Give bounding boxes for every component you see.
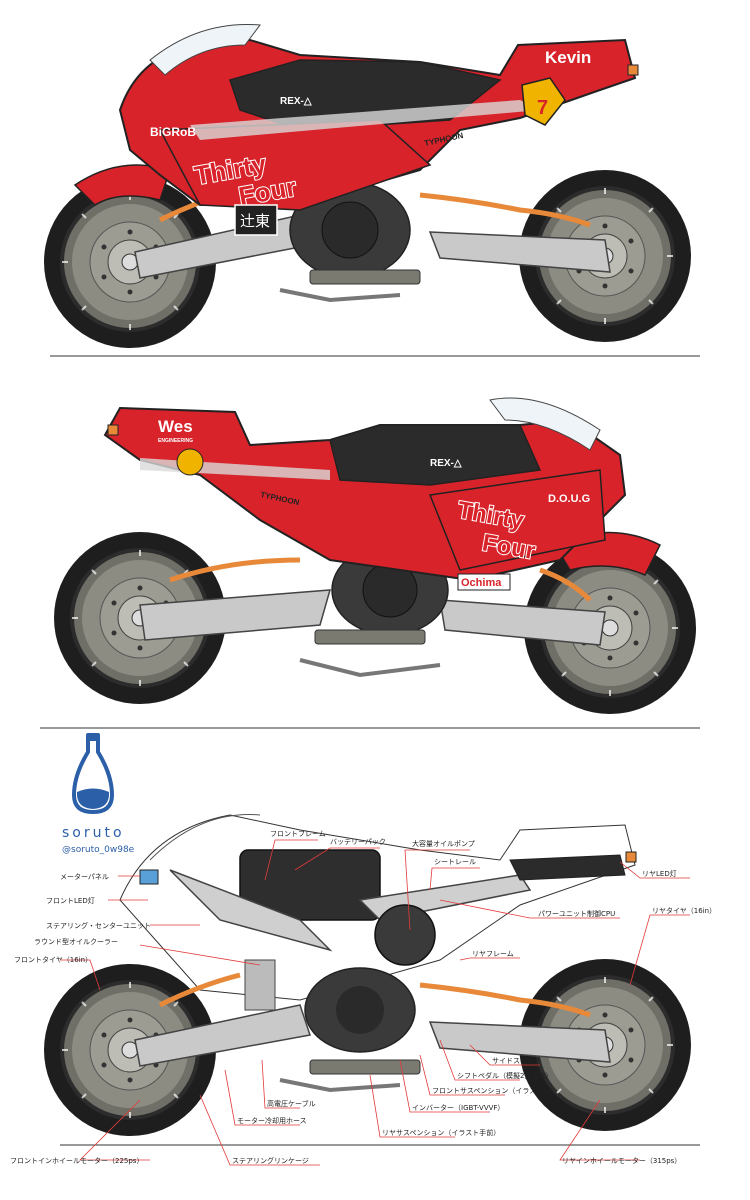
label-front-light: フロントLED灯 xyxy=(46,896,95,905)
label-round-cooler: ラウンド型オイルクーラー xyxy=(34,937,118,946)
leader-lines xyxy=(60,839,690,1166)
label-side-stand: サイドスタンド xyxy=(492,1056,541,1065)
label-rear-tire: リヤタイヤ（16in） xyxy=(652,906,716,915)
sponsor-doug: D.O.U.G xyxy=(548,493,590,505)
bike-1: Kevin REX-△ BiGRoB TYPHOON Thirty Four 辻… xyxy=(43,23,700,357)
label-rear-suspension: リヤサスペンション（イラスト手前） xyxy=(382,1128,500,1137)
badge-number: 7 xyxy=(537,97,548,119)
callout-labels: フロントフレーム バッテリーパック 大容量オイルポンプ シートレール メーターパ… xyxy=(10,830,716,1165)
label-front-tire: フロントタイヤ（16in） xyxy=(14,955,92,964)
label-cooling-hose: モーター冷却用ホース xyxy=(237,1116,307,1125)
battery-pack xyxy=(239,849,381,921)
label-hv-cable: 高電圧ケーブル xyxy=(267,1099,316,1108)
label-front-suspension: フロントサスペンション（イラスト奥） xyxy=(432,1086,557,1095)
number-badge xyxy=(521,77,566,126)
label-oil-pump: 大容量オイルポンプ xyxy=(412,839,475,848)
label-battery-pack: バッテリーパック xyxy=(330,838,386,846)
label-shift-pedal: シフトペダル（模擬2速変速） xyxy=(457,1071,552,1080)
artist-logo: soruto @soruto_0w98e xyxy=(62,733,135,855)
label-front-motor: フロントインホイールモーター（225ps） xyxy=(10,1156,143,1165)
label-power-cpu: パワーユニット制御CPU xyxy=(538,909,615,918)
sponsor-ochima: Ochima xyxy=(461,577,502,589)
label-rear-frame: リヤフレーム xyxy=(472,950,514,958)
sponsor-bigrob: BiGRoB xyxy=(150,125,196,139)
bike-3-cutaway xyxy=(43,814,700,1146)
label-rear-motor: リヤインホイールモーター（315ps） xyxy=(562,1156,681,1165)
label-inverter: インバーター（IGBT-VVVF） xyxy=(412,1103,504,1112)
label-meter-panel: メーターパネル xyxy=(60,872,109,881)
sponsor-kevin: Kevin xyxy=(545,48,591,67)
label-seat-rail: シートレール xyxy=(434,858,476,866)
sponsor-kanji: 辻東 xyxy=(240,212,270,230)
sponsor-rexa-2: REX-△ xyxy=(430,458,462,469)
sponsor-wes-sub: ENGINEERING xyxy=(158,438,193,444)
label-rear-light: リヤLED灯 xyxy=(642,869,677,878)
label-front-frame: フロントフレーム xyxy=(270,830,326,838)
artist-handle: @soruto_0w98e xyxy=(62,845,135,855)
label-steering-center: ステアリング・センターユニット xyxy=(46,921,151,930)
bike-2: Wes ENGINEERING REX-△ TYPHOON D.O.U.G Th… xyxy=(40,397,700,729)
artist-name: soruto xyxy=(62,825,125,841)
sponsor-wes: Wes xyxy=(158,417,193,436)
bee-badge xyxy=(176,448,204,476)
sponsor-rexa: REX-△ xyxy=(280,96,312,107)
label-steering-linkage: ステアリングリンケージ xyxy=(232,1156,309,1165)
